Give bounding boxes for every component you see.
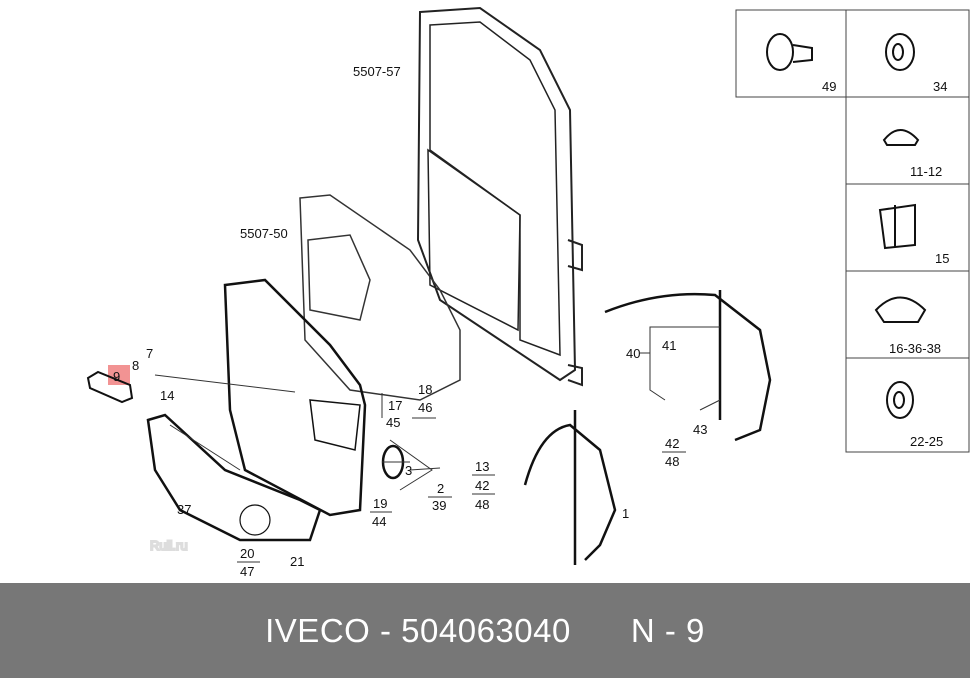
trim-panel xyxy=(146,278,405,542)
part-label: 34 xyxy=(933,79,947,94)
callout-48-b: 48 xyxy=(665,454,679,469)
callout-39: 39 xyxy=(432,498,446,513)
door-frame xyxy=(416,6,583,387)
part-info-footer: IVECO - 504063040 N - 9 xyxy=(0,583,970,678)
window-regulator xyxy=(523,290,772,565)
part-label: 11-12 xyxy=(910,164,942,179)
callout-18: 18 xyxy=(418,382,432,397)
callout-47: 47 xyxy=(240,564,254,579)
watermark: Rull.ru xyxy=(150,538,188,553)
small-parts-panel xyxy=(735,9,970,453)
part-label: 22-25 xyxy=(910,434,943,449)
callout-labels: 5507-57 5507-50 7 8 9 14 37 20 47 21 17 … xyxy=(113,64,707,579)
callout-37: 37 xyxy=(177,502,191,517)
callout-2: 2 xyxy=(437,481,444,496)
callout-panel: 5507-50 xyxy=(240,226,288,241)
callout-45: 45 xyxy=(386,415,400,430)
part-label: 16-36-38 xyxy=(889,341,941,356)
callout-8: 8 xyxy=(132,358,139,373)
callout-48: 48 xyxy=(475,497,489,512)
callout-19: 19 xyxy=(373,496,387,511)
part-number: 504063040 xyxy=(401,611,571,649)
leader-lines xyxy=(154,326,721,563)
callout-17: 17 xyxy=(388,398,402,413)
callout-42-b: 42 xyxy=(665,436,679,451)
highlight-box xyxy=(108,365,130,385)
brand: IVECO xyxy=(265,611,371,649)
callout-41: 41 xyxy=(662,338,676,353)
callout-46: 46 xyxy=(418,400,432,415)
callout-9: 9 xyxy=(113,369,120,384)
position-label: N - 9 xyxy=(630,611,705,649)
callout-1: 1 xyxy=(622,506,629,521)
inner-panel xyxy=(299,194,461,401)
callout-21: 21 xyxy=(290,554,304,569)
callout-door: 5507-57 xyxy=(353,64,401,79)
callout-14: 14 xyxy=(160,388,174,403)
callout-40: 40 xyxy=(626,346,640,361)
callout-20: 20 xyxy=(240,546,254,561)
callout-13: 13 xyxy=(475,459,489,474)
callout-3: 3 xyxy=(405,463,412,478)
callout-42: 42 xyxy=(475,478,489,493)
callout-43: 43 xyxy=(693,422,707,437)
part-label: 49 xyxy=(822,79,836,94)
window-crank-handle xyxy=(86,370,134,404)
parts-diagram: Rull.ru 5507-57 5507 xyxy=(86,6,970,579)
callout-44: 44 xyxy=(372,514,386,529)
separator: - xyxy=(370,611,402,649)
small-parts-labels: 49 34 11-12 15 16-36-38 22-25 xyxy=(822,79,949,449)
callout-7: 7 xyxy=(146,346,153,361)
part-label: 15 xyxy=(935,251,949,266)
